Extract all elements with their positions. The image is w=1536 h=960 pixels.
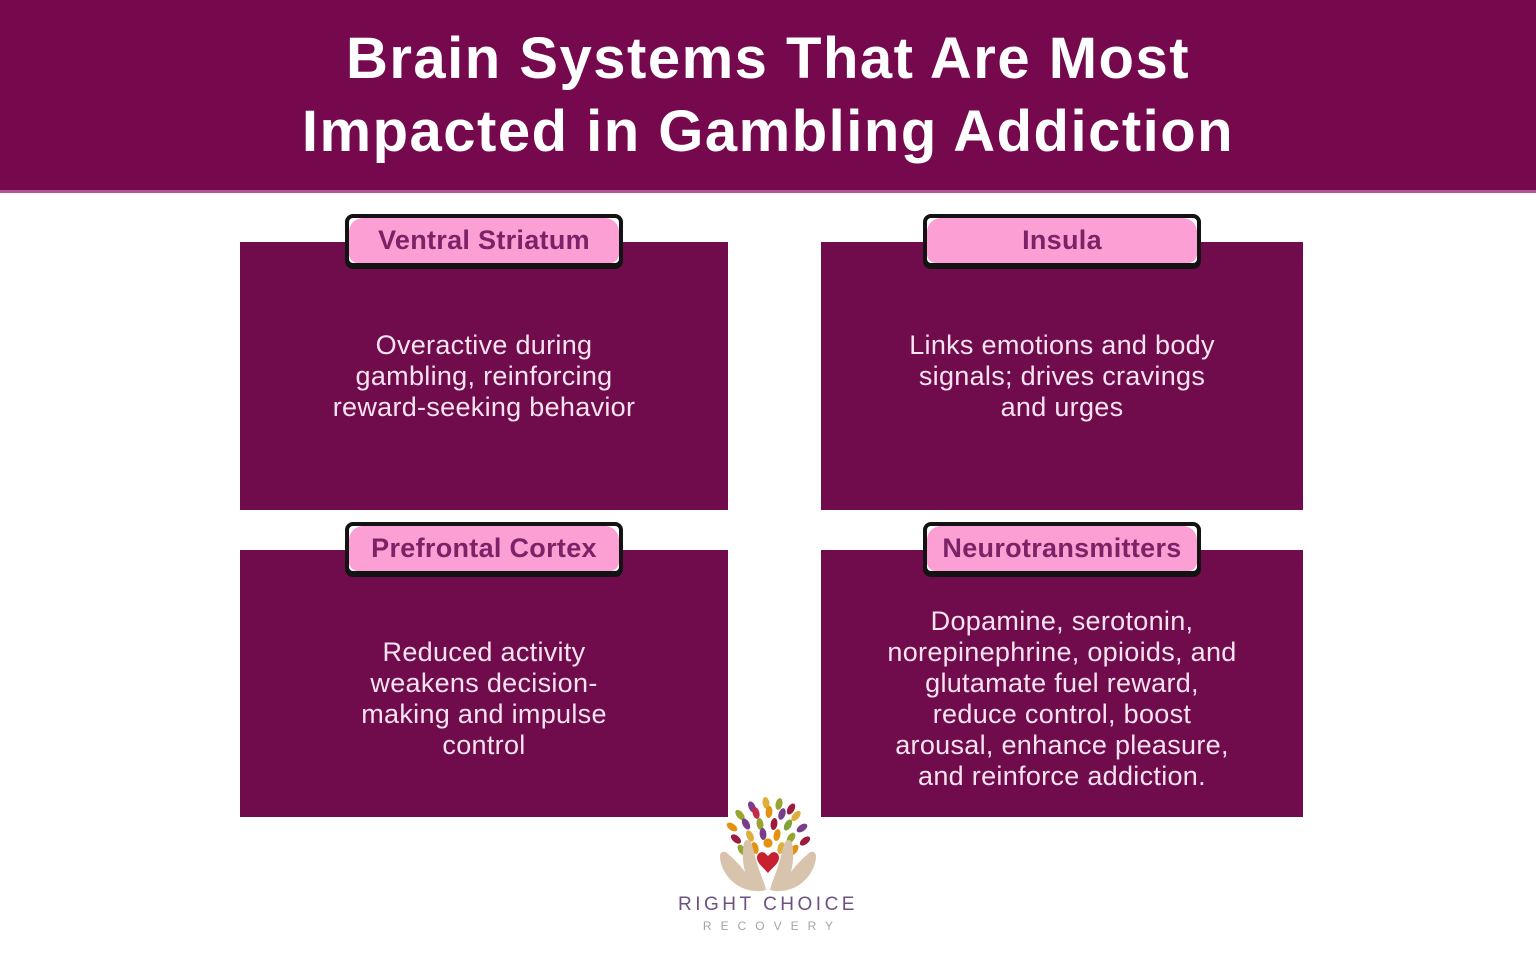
- cupped-hands: [720, 840, 816, 892]
- card-label-tab: Insula: [923, 214, 1201, 267]
- card-label: Prefrontal Cortex: [371, 533, 597, 563]
- brand-logo: RIGHT CHOICE RECOVERY: [0, 797, 1536, 933]
- header-banner: Brain Systems That Are Most Impacted in …: [0, 0, 1536, 193]
- heart-icon: [757, 852, 779, 873]
- card-prefrontal-cortex: Prefrontal Cortex Reduced activity weake…: [240, 522, 728, 817]
- card-neurotransmitters: Neurotransmitters Dopamine, serotonin, n…: [821, 522, 1303, 817]
- card-body: Dopamine, serotonin, norepinephrine, opi…: [821, 550, 1303, 817]
- card-label-tab-fill: Ventral Striatum: [349, 218, 619, 263]
- card-body: Overactive during gambling, reinforcing …: [240, 242, 728, 510]
- card-label-tab-fill: Neurotransmitters: [927, 526, 1197, 571]
- card-label-tab: Prefrontal Cortex: [345, 522, 623, 575]
- card-body: Reduced activity weakens decision- makin…: [240, 550, 728, 817]
- card-label-tab: Neurotransmitters: [923, 522, 1201, 575]
- card-label-tab-fill: Insula: [927, 218, 1197, 263]
- card-label-tab: Ventral Striatum: [345, 214, 623, 267]
- logo-tagline: RECOVERY: [702, 919, 843, 933]
- card-description: Links emotions and body signals; drives …: [909, 329, 1215, 422]
- hands-tree-icon: [720, 797, 816, 892]
- card-ventral-striatum: Ventral Striatum Overactive during gambl…: [240, 214, 728, 510]
- card-label-tab-fill: Prefrontal Cortex: [349, 526, 619, 571]
- page-title: Brain Systems That Are Most Impacted in …: [301, 26, 1235, 164]
- card-description: Overactive during gambling, reinforcing …: [332, 329, 636, 422]
- card-description: Reduced activity weakens decision- makin…: [361, 636, 607, 760]
- card-description: Dopamine, serotonin, norepinephrine, opi…: [887, 605, 1237, 791]
- card-body: Links emotions and body signals; drives …: [821, 242, 1303, 510]
- card-label: Ventral Striatum: [378, 225, 590, 255]
- logo-name: RIGHT CHOICE: [678, 894, 858, 915]
- card-label: Insula: [1022, 225, 1102, 255]
- card-label: Neurotransmitters: [942, 533, 1182, 563]
- card-insula: Insula Links emotions and body signals; …: [821, 214, 1303, 510]
- tree-leaves: [726, 797, 811, 856]
